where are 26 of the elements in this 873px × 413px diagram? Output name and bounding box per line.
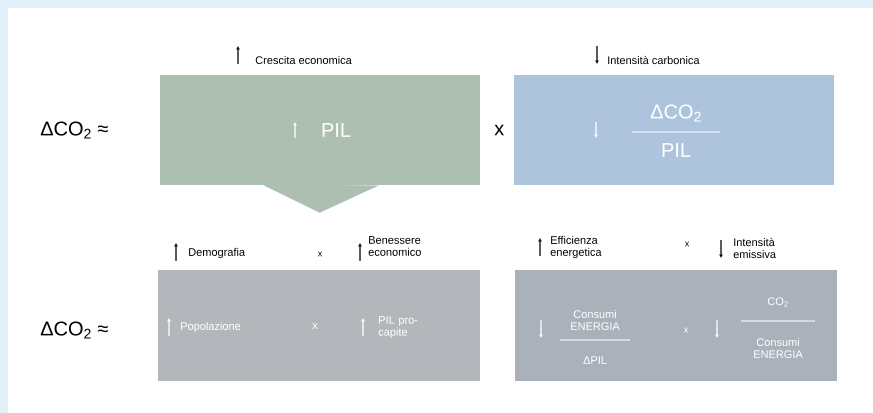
label: PIL <box>322 123 350 137</box>
label: Demografia <box>189 248 246 258</box>
label: CO$_{2}$ <box>768 297 788 307</box>
equation-label: x <box>494 124 504 136</box>
box <box>515 270 837 381</box>
label: Consumi ENERGIA <box>571 310 620 330</box>
label: x <box>312 323 318 329</box>
equation-label: ΔCO$_{2}$ ≈ <box>40 321 108 339</box>
label: x <box>684 242 690 246</box>
label: x <box>684 328 688 332</box>
label: PIL <box>662 143 690 157</box>
label: Popolazione <box>181 322 240 332</box>
label: PIL pro-capite <box>378 316 418 338</box>
label: Crescita economica <box>256 56 352 64</box>
label: Benessere economico <box>368 236 421 256</box>
label: Intensità carbonica <box>608 56 700 64</box>
label: Efficienza energetica <box>550 236 602 258</box>
label: x <box>318 252 322 256</box>
box <box>514 75 834 185</box>
label: ΔPIL <box>583 356 607 364</box>
label: ΔCO$_{2}$ <box>650 104 701 122</box>
equation-label: ΔCO$_{2}$ ≈ <box>40 121 108 139</box>
chevron-arrow <box>261 184 379 213</box>
label: Consumi ENERGIA <box>754 338 803 358</box>
box <box>158 270 480 381</box>
label: Intensità emissiva <box>734 238 776 258</box>
